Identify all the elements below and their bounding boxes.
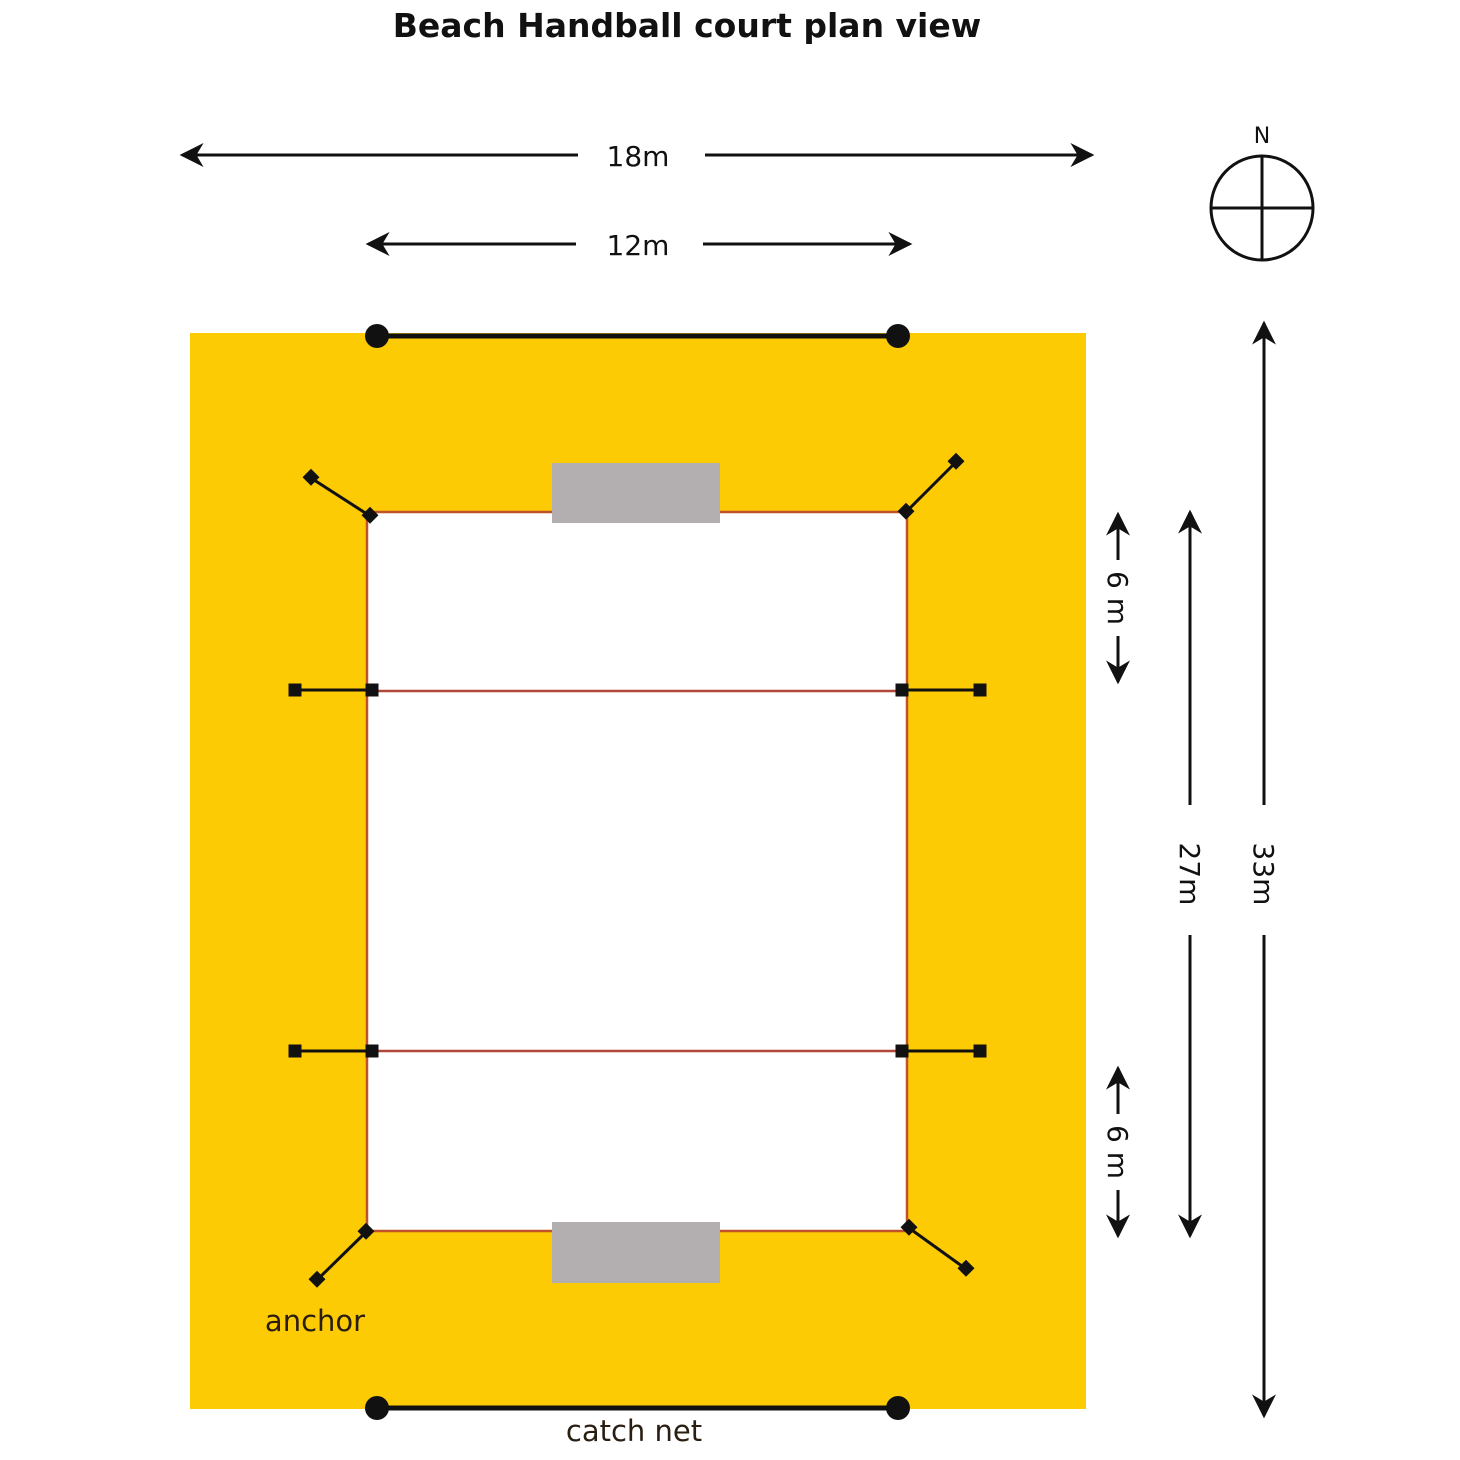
total-length-label: 33m — [1247, 843, 1280, 906]
goal-area-bottom-label: 6 m — [1101, 1125, 1134, 1179]
goal-area-top-label: 6 m — [1101, 571, 1134, 625]
goal-bottom — [552, 1222, 720, 1283]
goal-top — [552, 463, 720, 523]
catch-net-top — [365, 324, 910, 348]
court-length-label: 27m — [1173, 843, 1206, 906]
playing-court — [365, 510, 909, 1233]
catch-net-bottom — [365, 1396, 910, 1420]
anchor-label: anchor — [265, 1304, 365, 1338]
width-18m-dimension: 18m — [179, 140, 1095, 173]
compass-icon: N — [1209, 124, 1315, 262]
goal-area-top-dimension: 6 m — [1101, 511, 1134, 685]
goal-area-bottom-dimension: 6 m — [1101, 1065, 1134, 1239]
catch-net-label: catch net — [566, 1414, 702, 1448]
court-length-dimension: 27m — [1173, 509, 1206, 1239]
corner-anchors — [302, 452, 975, 1288]
width-12m-label: 12m — [607, 229, 670, 262]
side-posts — [288, 683, 987, 1058]
diagram-title: Beach Handball court plan view — [393, 6, 982, 45]
total-length-dimension: 33m — [1247, 320, 1280, 1419]
width-12m-dimension: 12m — [365, 229, 913, 262]
compass-north-label: N — [1254, 124, 1270, 149]
width-18m-label: 18m — [607, 140, 670, 173]
